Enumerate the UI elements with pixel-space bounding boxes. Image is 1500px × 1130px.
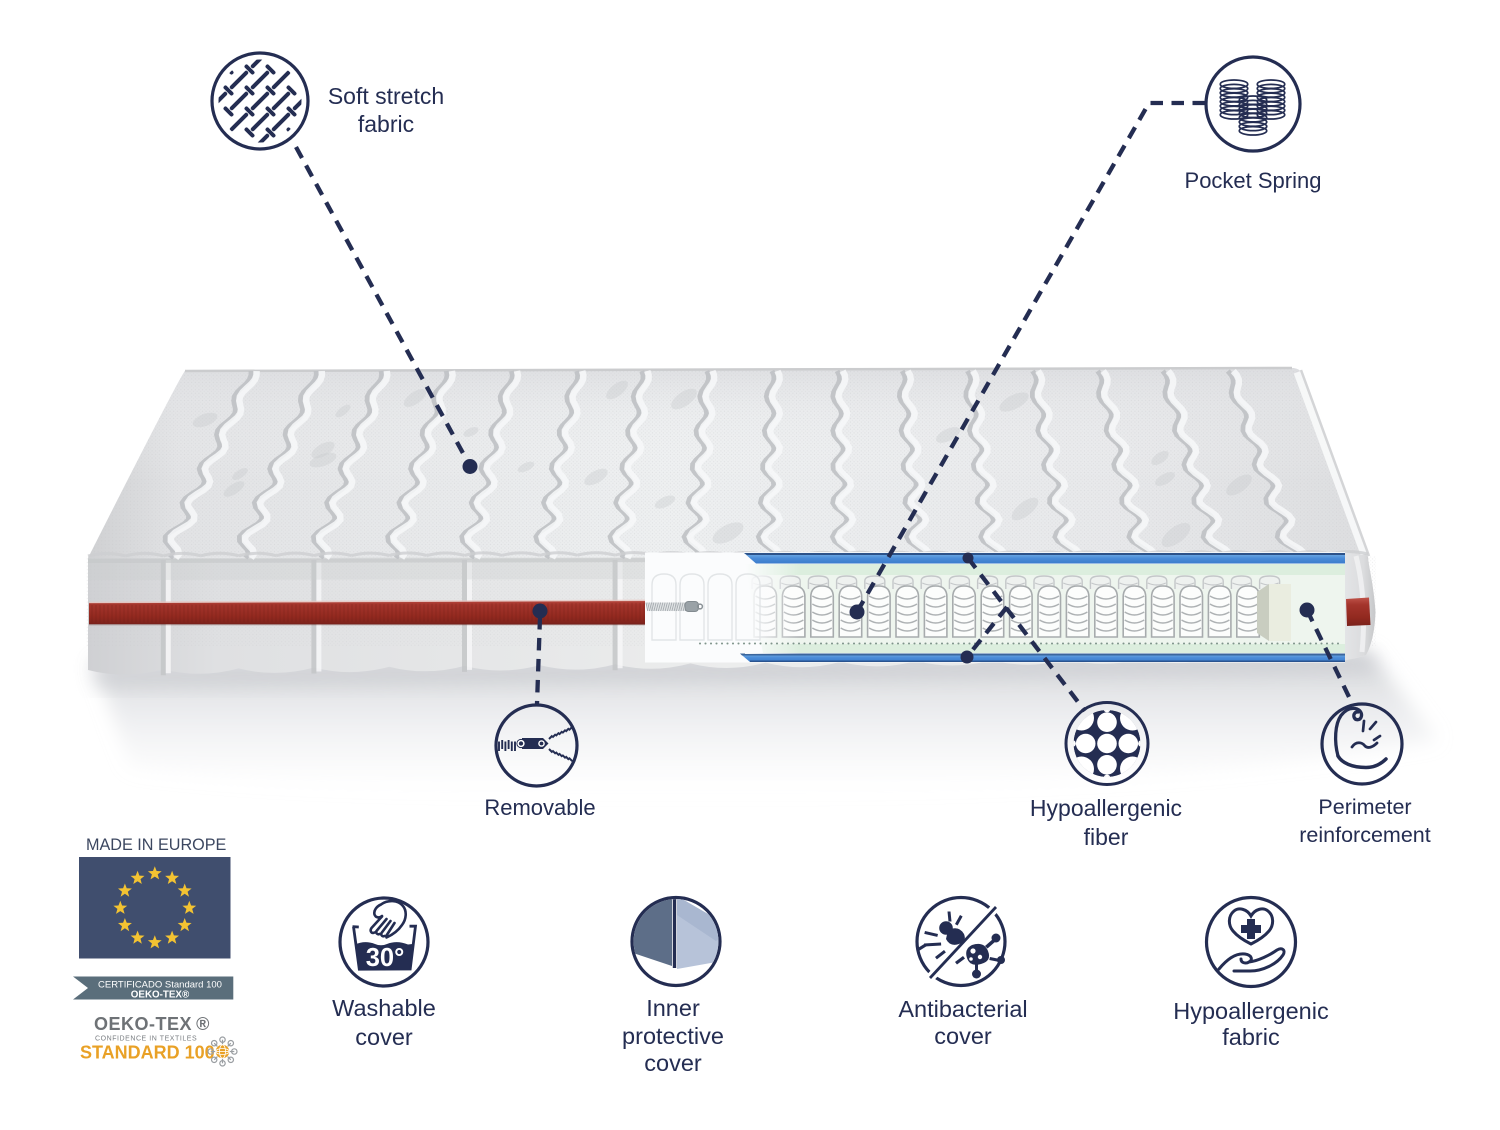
svg-text:CERTIFICADO Standard 100: CERTIFICADO Standard 100 (98, 980, 222, 991)
svg-text:Inner: Inner (646, 995, 700, 1021)
svg-text:Removable: Removable (484, 795, 595, 820)
svg-text:30°: 30° (366, 944, 405, 972)
svg-text:Antibacterial: Antibacterial (898, 996, 1027, 1022)
svg-text:protective: protective (622, 1023, 724, 1049)
svg-text:OEKO-TEX®: OEKO-TEX® (131, 990, 190, 1001)
svg-text:cover: cover (934, 1023, 992, 1049)
svg-text:Perimeter: Perimeter (1318, 795, 1411, 819)
svg-text:cover: cover (644, 1050, 702, 1076)
svg-text:Hypoallergenic: Hypoallergenic (1173, 998, 1329, 1024)
svg-text:Soft stretch: Soft stretch (328, 83, 444, 109)
svg-text:Hypoallergenic: Hypoallergenic (1030, 795, 1182, 821)
svg-text:fabric: fabric (1222, 1024, 1280, 1050)
svg-text:fabric: fabric (358, 111, 414, 137)
svg-text:MADE IN EUROPE: MADE IN EUROPE (86, 836, 227, 854)
svg-text:fiber: fiber (1084, 824, 1129, 850)
svg-text:Washable: Washable (332, 995, 436, 1021)
svg-text:Pocket Spring: Pocket Spring (1185, 168, 1322, 193)
svg-text:STANDARD 100: STANDARD 100 (80, 1043, 215, 1063)
svg-text:OEKO-TEX ®: OEKO-TEX ® (94, 1014, 210, 1034)
svg-text:CONFIDENCE IN TEXTILES: CONFIDENCE IN TEXTILES (95, 1036, 197, 1043)
svg-text:reinforcement: reinforcement (1299, 823, 1430, 847)
svg-text:cover: cover (355, 1024, 413, 1050)
